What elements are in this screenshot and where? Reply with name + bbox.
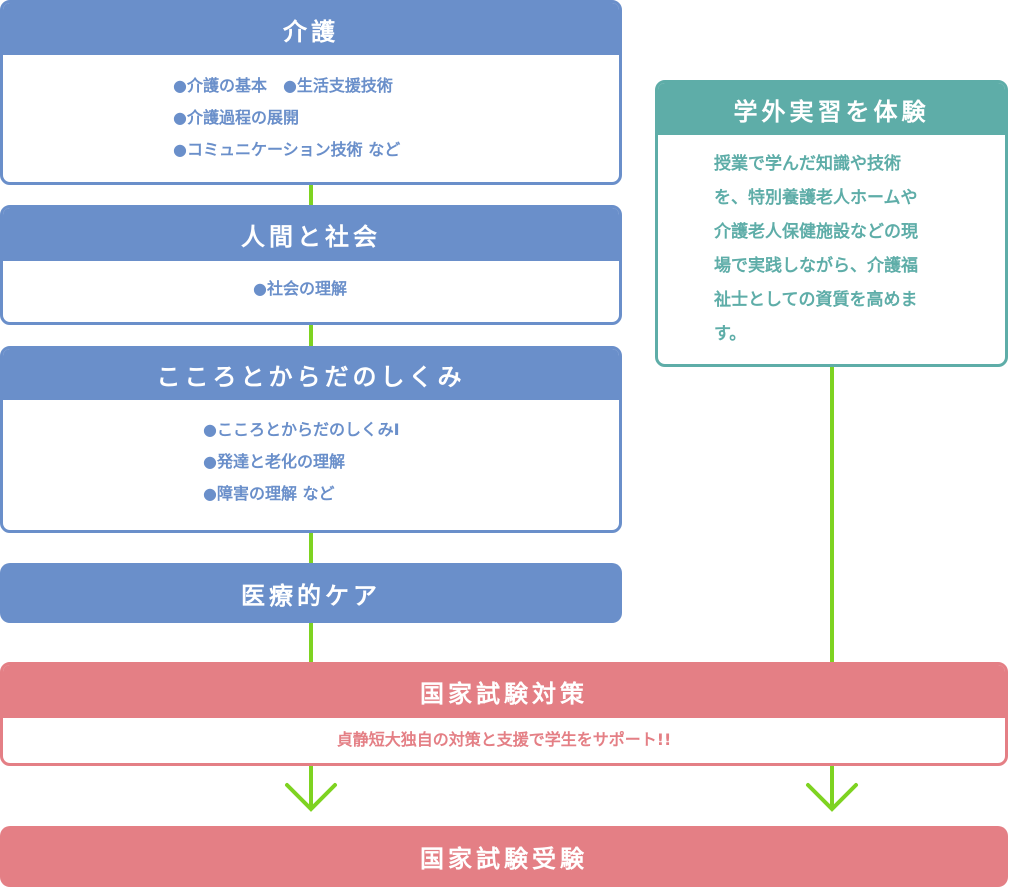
list-item: ●介護の基本 ●生活支援技術 xyxy=(173,76,393,95)
ningen-box: 人間と社会 ●社会の理解 xyxy=(0,205,622,325)
gakugai-title: 学外実習を体験 xyxy=(658,83,1005,135)
iryo-box: 医療的ケア xyxy=(0,563,622,623)
gakugai-box: 学外実習を体験 授業で学んだ知識や技術 を、特別養護老人ホームや 介護老人保健施… xyxy=(655,80,1008,367)
kokoro-title: こころとからだのしくみ xyxy=(3,349,619,400)
taisaku-text: 貞静短大独自の対策と支援で学生をサポート!! xyxy=(336,730,672,749)
list-item: ●障害の理解 など xyxy=(203,484,335,503)
connector-right xyxy=(830,362,834,665)
text-line: を、特別養護老人ホームや xyxy=(714,188,918,208)
kaigo-box: 介護 ●介護の基本 ●生活支援技術 ●介護過程の展開 ●コミュニケーション技術 … xyxy=(0,0,622,185)
taisaku-title: 国家試験対策 xyxy=(3,665,1005,718)
list-item: ●発達と老化の理解 xyxy=(203,452,345,471)
taisaku-box: 国家試験対策 貞静短大独自の対策と支援で学生をサポート!! xyxy=(0,662,1008,766)
kokoro-box: こころとからだのしくみ ●こころとからだのしくみⅠ ●発達と老化の理解 ●障害の… xyxy=(0,346,622,533)
connector-left-bottom xyxy=(309,762,313,807)
connector-right-bottom xyxy=(830,762,834,807)
list-item: ●コミュニケーション技術 など xyxy=(173,140,401,159)
list-item: ●こころとからだのしくみⅠ xyxy=(203,420,400,439)
text-line: 授業で学んだ知識や技術 xyxy=(714,154,901,174)
list-item: ●介護過程の展開 xyxy=(173,108,299,127)
ningen-title: 人間と社会 xyxy=(3,208,619,261)
text-line: す。 xyxy=(714,324,747,344)
text-line: 介護老人保健施設などの現 xyxy=(714,222,918,242)
juken-box: 国家試験受験 xyxy=(0,826,1008,887)
list-item: ●社会の理解 xyxy=(253,279,347,298)
arrow-down-icon xyxy=(285,783,337,812)
kaigo-title: 介護 xyxy=(3,3,619,55)
text-line: 場で実践しながら、介護福 xyxy=(714,256,918,276)
text-line: 祉士としての資質を高めま xyxy=(714,290,918,310)
arrow-down-icon xyxy=(806,783,858,812)
